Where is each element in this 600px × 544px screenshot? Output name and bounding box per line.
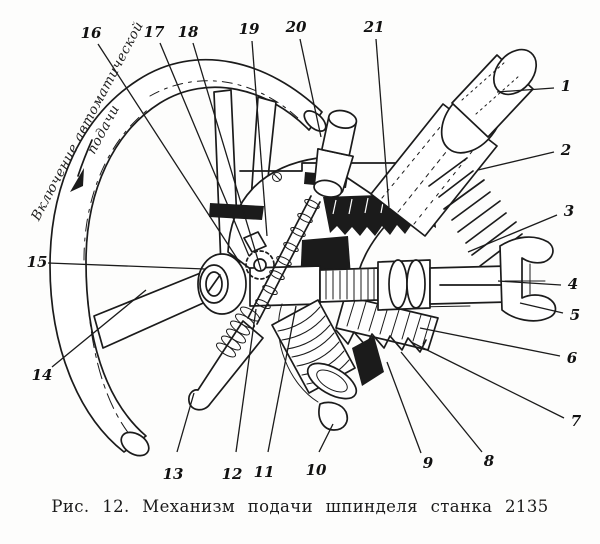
screw-knob xyxy=(313,109,358,198)
callout-label-3: 3 xyxy=(564,202,574,220)
spoke-left xyxy=(93,271,211,349)
callout-label-15: 15 xyxy=(27,253,48,271)
callout-leader-3 xyxy=(467,214,558,253)
shaft-ring xyxy=(406,259,426,309)
callout-label-18: 18 xyxy=(178,23,199,41)
shaft-ring xyxy=(388,259,408,309)
callout-label-6: 6 xyxy=(567,349,578,367)
callout-label-19: 19 xyxy=(239,20,260,38)
callout-leader-6 xyxy=(419,327,561,357)
callout-leader-7 xyxy=(410,341,565,419)
callout-label-1: 1 xyxy=(561,77,571,95)
callout-leader-11 xyxy=(267,305,297,453)
callout-leader-13 xyxy=(176,392,195,453)
callout-leader-20 xyxy=(299,38,322,138)
callout-leader-5 xyxy=(519,302,564,314)
callout-leader-19 xyxy=(251,40,268,237)
callout-leader-21 xyxy=(375,38,390,208)
callout-leader-4 xyxy=(497,280,562,286)
callout-leader-16 xyxy=(97,43,241,264)
figure-caption: Рис. 12. Механизм подачи шпинделя станка… xyxy=(51,497,549,516)
callout-label-16: 16 xyxy=(81,24,102,42)
foot-bracket xyxy=(318,401,349,431)
callout-label-21: 21 xyxy=(363,18,385,36)
rim-cut-end-bottom xyxy=(120,431,150,457)
callout-label-13: 13 xyxy=(163,465,184,483)
claw-coupling xyxy=(499,236,557,322)
callout-leader-2 xyxy=(477,151,555,171)
callout-label-10: 10 xyxy=(306,461,327,479)
callout-label-20: 20 xyxy=(285,18,307,36)
adjusting-screw xyxy=(247,109,358,325)
feed-shaft xyxy=(249,259,509,311)
callout-label-9: 9 xyxy=(423,454,434,472)
callout-label-5: 5 xyxy=(570,306,580,324)
callout-label-4: 4 xyxy=(568,275,578,293)
callout-leader-18 xyxy=(192,42,262,271)
callout-leader-9 xyxy=(386,361,422,454)
crank-handle xyxy=(188,306,264,411)
rim-cut-end-top xyxy=(303,110,327,132)
callout-leader-10 xyxy=(318,423,334,453)
callout-leader-1 xyxy=(496,87,555,93)
callout-leader-14 xyxy=(51,289,147,368)
callout-label-2: 2 xyxy=(560,141,571,159)
pawl xyxy=(243,231,267,253)
feed-cylinder xyxy=(370,48,538,237)
callout-label-17: 17 xyxy=(144,23,165,41)
callout-label-14: 14 xyxy=(32,366,53,384)
callout-leader-12 xyxy=(235,308,257,453)
callout-label-7: 7 xyxy=(571,412,582,430)
callout-label-11: 11 xyxy=(254,463,275,481)
callout-leader-17 xyxy=(159,42,250,257)
callout-label-8: 8 xyxy=(484,452,495,470)
callout-label-12: 12 xyxy=(222,465,243,483)
wheel-hub xyxy=(197,253,247,315)
callout-leader-8 xyxy=(400,351,483,453)
rotation-arrow-icon xyxy=(70,139,93,192)
callout-leader-15 xyxy=(47,262,206,270)
